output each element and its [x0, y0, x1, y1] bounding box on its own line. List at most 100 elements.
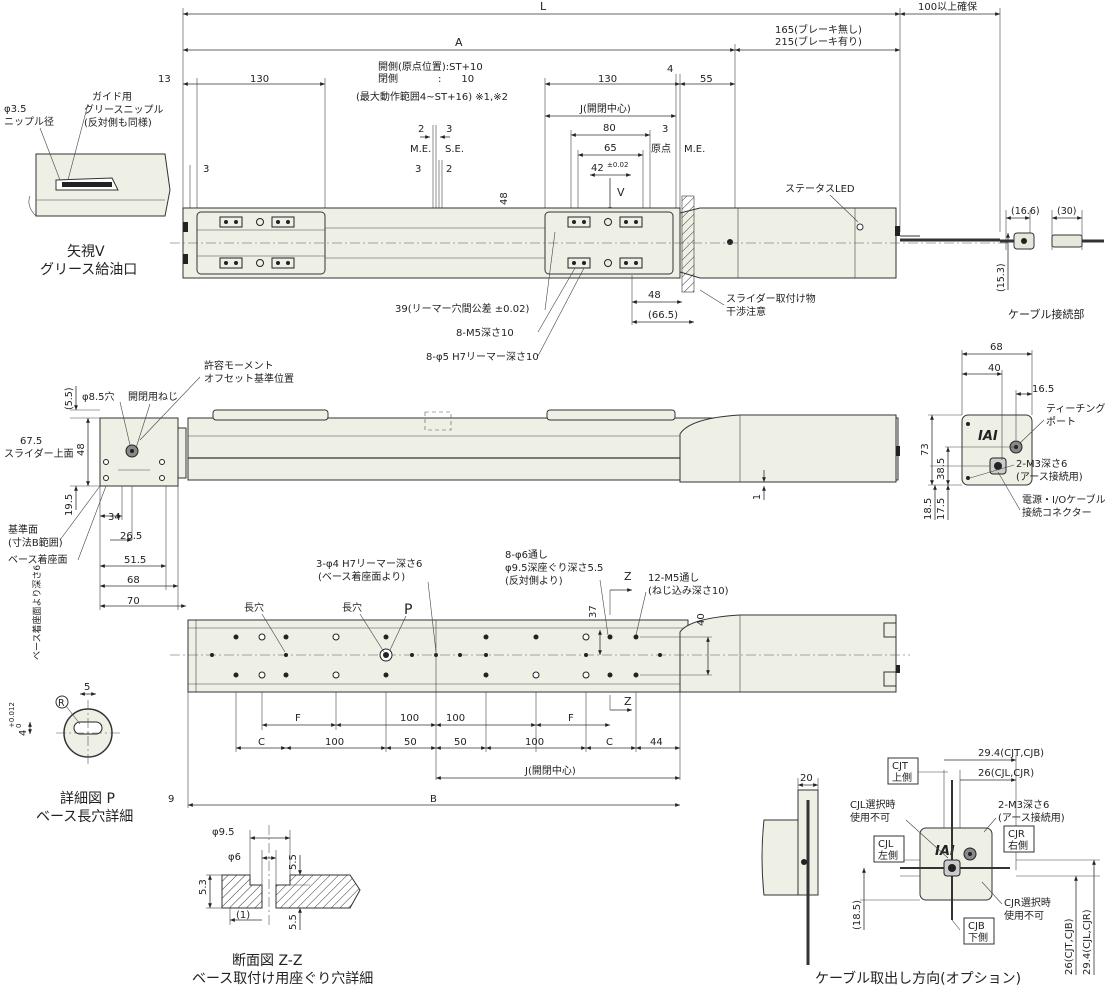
grease-view: φ3.5 ニップル径 ガイド用 グリースニップル (反対側も同様) 矢視V グリ… — [4, 91, 171, 278]
dim-brake-with: 215(ブレーキ有り) — [775, 35, 862, 48]
side-view: (5.5) 48 67.5 スライダー上面 19.5 φ8.5穴 開閉用ねじ 許… — [4, 359, 900, 610]
dim-44: 44 — [650, 737, 663, 748]
section-zz: φ9.5 φ6 5.3 5.5 5.5 (1) 断面図 Z-Z ベース取付け用座… — [192, 825, 373, 987]
end-dim-68: 68 — [990, 342, 1003, 353]
m3-1: 2-M3深さ6 — [1016, 458, 1067, 470]
p-dim-4: 4 — [18, 730, 29, 736]
dim-48-bottom: 48 — [648, 290, 661, 301]
slider-interference-2: 干渉注意 — [726, 305, 766, 318]
z-title-2: ベース取付け用座ぐり穴詳細 — [192, 971, 373, 987]
dim-67-5: 67.5 — [20, 436, 42, 447]
m5-holes: 8-M5深さ10 — [456, 327, 514, 339]
p-title-1: 詳細図 P — [60, 791, 115, 807]
dim-55: 55 — [700, 74, 713, 85]
dim-A: A — [455, 36, 463, 49]
status-led-icon — [856, 223, 864, 231]
dim-brake-none: 165(ブレーキ無し) — [775, 23, 862, 36]
cjt-1: CJT — [892, 761, 909, 772]
m5-1: 12-M5通し — [648, 572, 699, 584]
reamer3b: (ベース着座面より) — [318, 570, 405, 583]
cab-logo: IAI — [935, 844, 955, 859]
dim-F-left: F — [295, 713, 301, 724]
dim-26-5: 26.5 — [120, 531, 142, 542]
bottom-motor — [679, 614, 897, 693]
dim-16-6: (16.6) — [1011, 206, 1040, 217]
power-2: 接続コネクター — [1022, 506, 1092, 519]
p-depth: ベース着座面より深さ6 — [31, 565, 43, 660]
dim-68-side: 68 — [127, 575, 140, 586]
cjt-2: 上側 — [892, 771, 912, 784]
slider-top-label: スライダー上面 — [4, 447, 74, 460]
closed-pos: 閉側 : 10 — [378, 72, 474, 85]
dim-1: 1 — [752, 494, 763, 500]
d8-5-hole: φ8.5穴 — [82, 390, 115, 403]
thru-1: 8-φ6通し — [505, 549, 548, 561]
z-d1: (1) — [236, 910, 250, 921]
dim-C-left: C — [258, 737, 265, 748]
dim-5-5: (5.5) — [64, 387, 75, 410]
dim-3c: 3 — [662, 124, 668, 135]
cab-m3-1: 2-M3深さ6 — [998, 799, 1049, 811]
z-d9-5: φ9.5 — [212, 827, 235, 838]
interference-wall — [681, 195, 695, 293]
me-right: M.E. — [684, 144, 705, 155]
dim-15-3: (15.3) — [996, 263, 1007, 292]
ref-face-2: (寸法B範囲) — [8, 536, 63, 549]
bottom-base — [187, 619, 689, 693]
cjr-2: 右側 — [1008, 839, 1028, 852]
dim-J-bottom: J(開閉中心) — [524, 764, 576, 777]
dim-2a: 2 — [418, 124, 424, 135]
dim-66-5: (66.5) — [648, 310, 678, 321]
cable-conn-label: ケーブル接続部 — [1008, 307, 1084, 321]
detail-p: 5 R ベース着座面より深さ6 4 +0.012 0 詳細図 P ベース長穴詳細 — [8, 565, 133, 825]
end-dim-18-5: 18.5 — [923, 498, 934, 520]
cjr-sel-2: 使用不可 — [1004, 909, 1044, 922]
dim-51-5: 51.5 — [124, 555, 146, 566]
cjl-sel-2: 使用不可 — [850, 811, 890, 824]
z-top: Z — [624, 570, 632, 583]
end-dim-16-5: 16.5 — [1032, 384, 1054, 395]
p-dim-5: 5 — [84, 682, 90, 693]
dim-50b: 50 — [454, 737, 467, 748]
dim-9: 9 — [168, 794, 174, 805]
z-bottom: Z — [624, 695, 632, 708]
slider-holes — [567, 216, 643, 269]
p-mark: P — [404, 602, 412, 618]
dim-B: B — [430, 794, 437, 805]
reamer3: 3-φ4 H7リーマー深さ6 — [316, 558, 422, 570]
cab-v29-4: 29.4(CJL,CJR) — [1082, 909, 1093, 975]
end-logo: IAI — [978, 429, 998, 444]
cable-option-view: 20 IAI 29.4(CJT,CJB) 26(CJL,CJR) CJT 上側 … — [761, 748, 1100, 987]
dim-130-left: 130 — [250, 74, 269, 85]
dim-3a: 3 — [446, 124, 452, 135]
thru-3: (反対側より) — [505, 574, 563, 587]
side-motor-housing — [679, 414, 897, 483]
cab-d26: 26(CJL,CJR) — [978, 768, 1034, 779]
status-led-label: ステータスLED — [785, 183, 855, 195]
bottom-holes — [210, 633, 662, 679]
dim-65: 65 — [604, 143, 617, 154]
m3-2: (アース接続用) — [1016, 470, 1083, 483]
z-d6: φ6 — [228, 852, 241, 863]
dim-3b: 3 — [415, 164, 421, 175]
cable-option-title: ケーブル取出し方向(オプション) — [815, 970, 1021, 987]
cjb-1: CJB — [968, 921, 985, 932]
guide-3: (反対側も同様) — [84, 116, 152, 129]
base-face: ベース着座面 — [8, 553, 68, 566]
top-view: L 100以上確保 A 165(ブレーキ無し) 215(ブレーキ有り) 13 1… — [158, 0, 1104, 363]
connector-socket — [1051, 234, 1083, 248]
teaching-2: ポート — [1046, 416, 1076, 428]
dim-J-top: J(開閉中心) — [579, 102, 631, 115]
dim-50a: 50 — [404, 737, 417, 748]
reamer-holes: 8-φ5 H7リーマー深さ10 — [426, 351, 539, 363]
screw-label: 開閉用ねじ — [128, 391, 178, 403]
grease-title-2: グリース給油口 — [40, 262, 137, 278]
z-d5-5b: 5.5 — [288, 914, 299, 930]
dim-37: 37 — [588, 605, 599, 618]
dim-48-side: 48 — [76, 443, 87, 456]
z-d5-3: 5.3 — [198, 879, 209, 895]
dim-F-right: F — [568, 713, 574, 724]
power-1: 電源・I/Oケーブル — [1022, 493, 1106, 506]
dim-130-right: 130 — [598, 74, 617, 85]
reamer-tol: 39(リーマー穴間公差 ±0.02) — [395, 302, 529, 315]
